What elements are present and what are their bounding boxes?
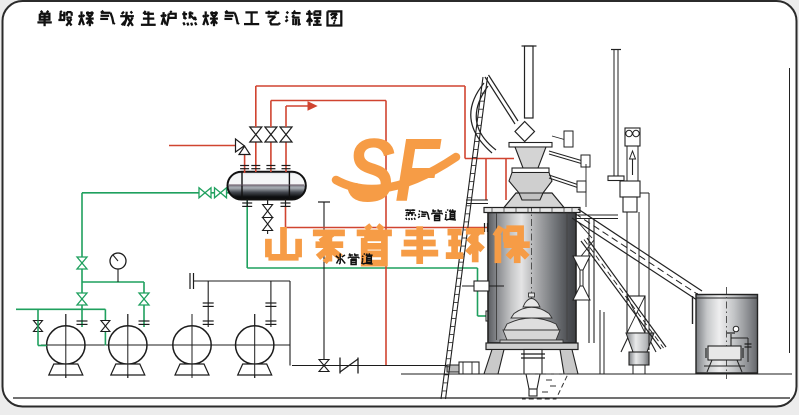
- svg-text:SF: SF: [346, 121, 442, 221]
